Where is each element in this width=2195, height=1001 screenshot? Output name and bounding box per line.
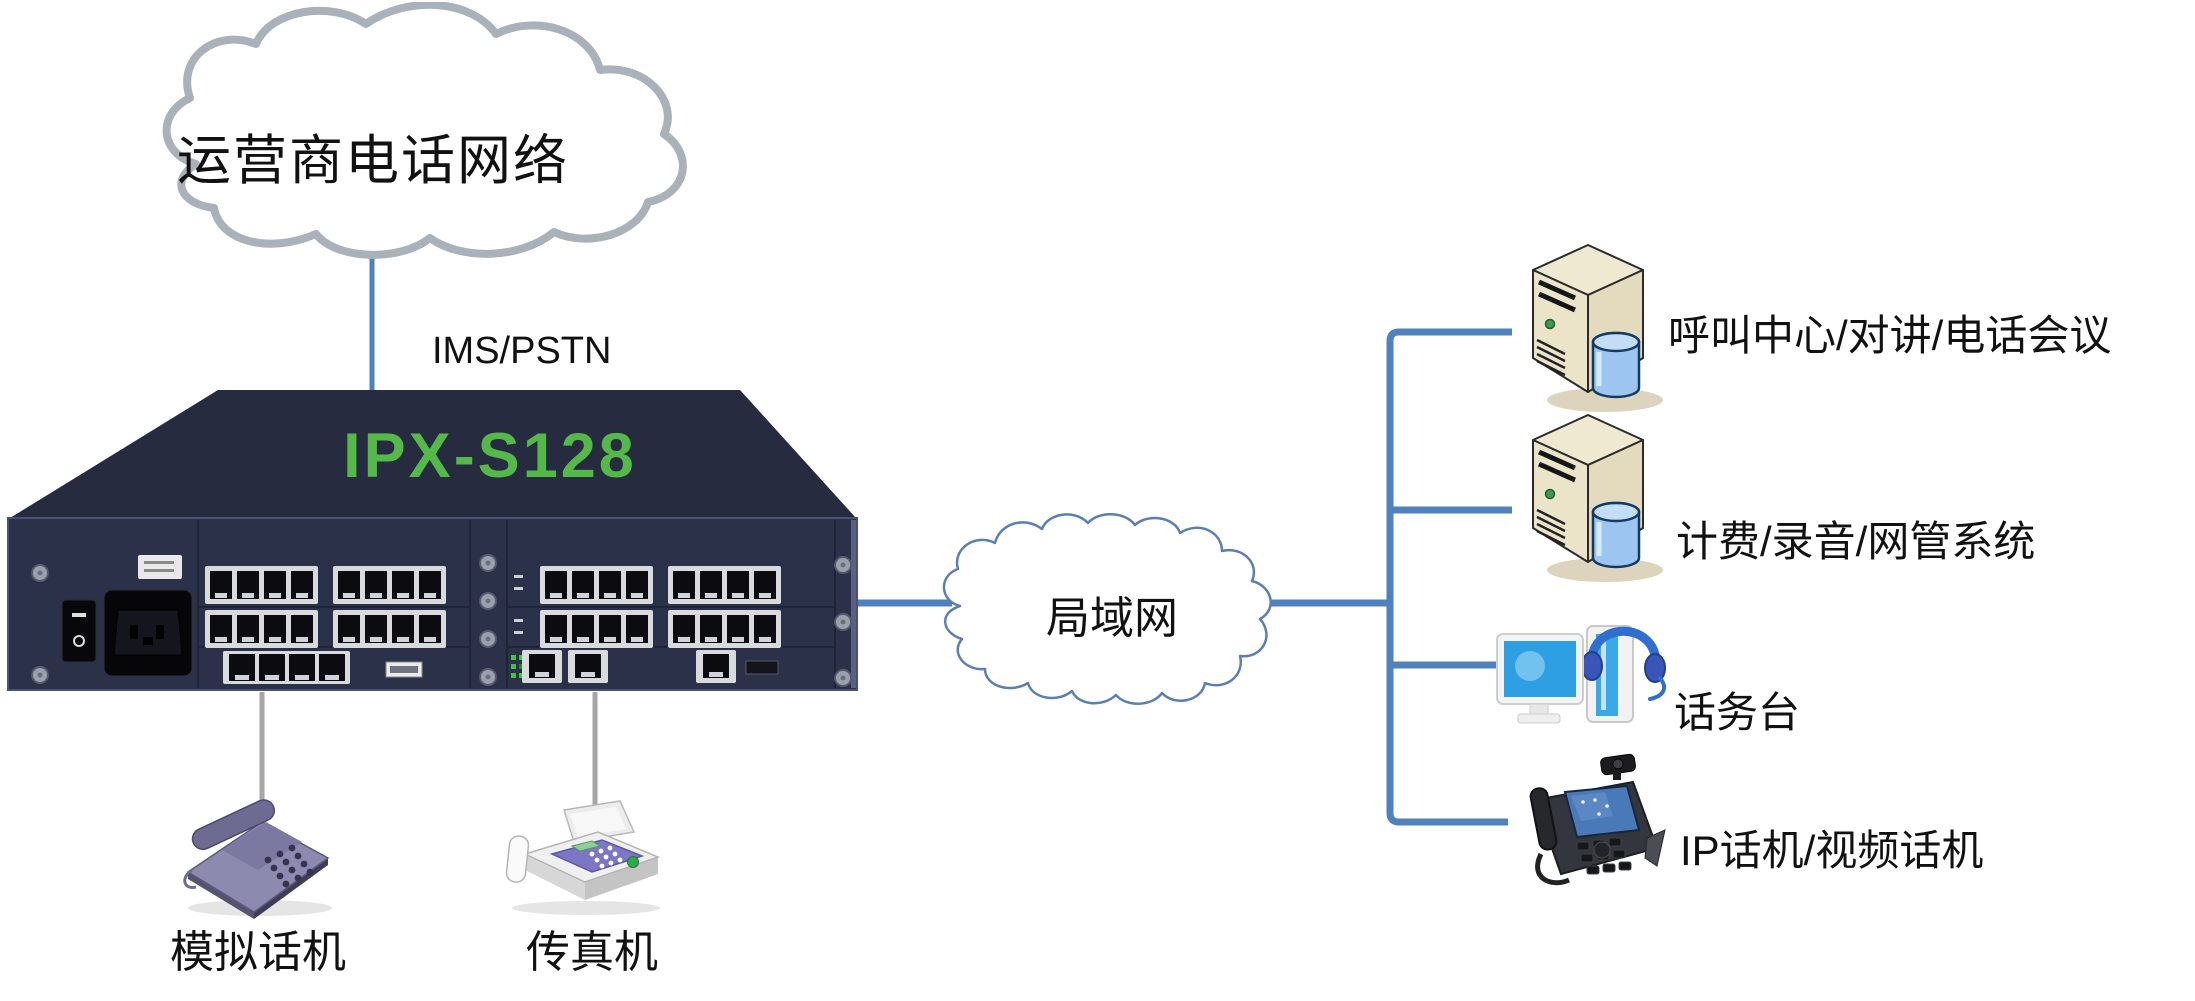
usb-port: [385, 661, 423, 678]
lan-cloud-label: 局域网: [1046, 594, 1178, 643]
workstation-headset-icon: [1496, 625, 1667, 724]
rating-label: [138, 555, 182, 579]
server-database-icon: [1532, 244, 1663, 412]
pbx-device: [7, 390, 858, 691]
node-label-ipphone: IP话机/视频话机: [1680, 827, 1984, 874]
node-label-callcenter: 呼叫中心/对讲/电话会议: [1668, 312, 2112, 359]
trunk-label: IMS/PSTN: [432, 330, 612, 372]
node-label-billing: 计费/录音/网管系统: [1676, 518, 2036, 565]
analog-phone-icon: [183, 799, 332, 919]
pstn-cloud: [162, 2, 687, 259]
lan-cloud: [942, 513, 1272, 705]
power-inlet: [103, 589, 193, 677]
pstn-cloud-label: 运营商电话网络: [177, 131, 569, 191]
server-database-icon: [1503, 410, 1673, 585]
pbx-model-label: IPX-S128: [343, 421, 637, 491]
sfp-slot: [745, 660, 779, 675]
analog-phone-label: 模拟话机: [170, 928, 346, 977]
ip-video-phone-icon: [1529, 753, 1666, 886]
rj45-bank: [205, 566, 318, 604]
pbx-top-face: [10, 390, 856, 518]
wan-port-bank: [223, 651, 350, 684]
power-switch: [61, 599, 97, 663]
fax-machine-icon: [505, 800, 661, 915]
led-cluster: [511, 655, 524, 678]
lan-bus: [1386, 328, 1512, 826]
fax-label: 传真机: [526, 928, 658, 977]
node-label-attendant: 话务台: [1674, 689, 1801, 736]
eth-port: [522, 650, 562, 683]
